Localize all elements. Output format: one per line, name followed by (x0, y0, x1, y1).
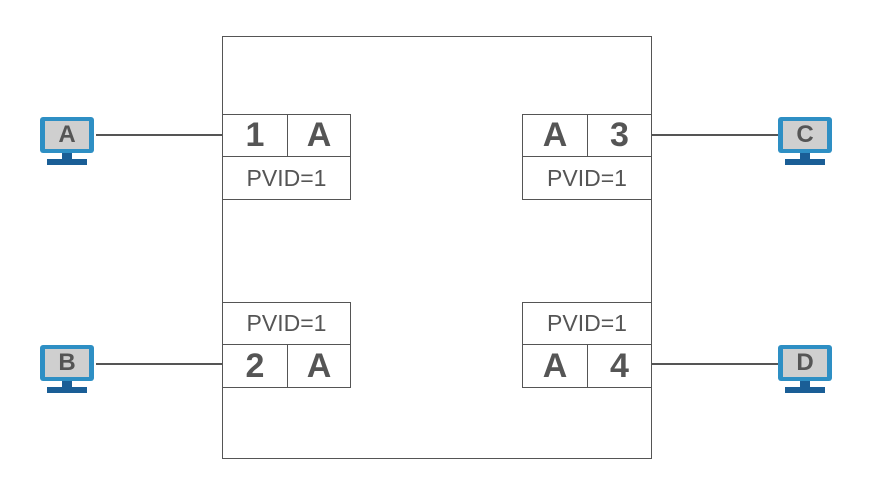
port-4-mode: A (522, 344, 588, 388)
port-4-number: 4 (587, 344, 652, 388)
port-3-pvid: PVID=1 (522, 156, 652, 200)
switch-box (222, 36, 652, 459)
host-d-computer-icon: D (778, 345, 834, 401)
host-d-label: D (783, 349, 827, 377)
host-a-label: A (45, 121, 89, 149)
port-2-number: 2 (222, 344, 288, 388)
host-b-computer-icon: B (40, 345, 96, 401)
port-3-number: 3 (587, 114, 652, 157)
port-1-pvid: PVID=1 (222, 156, 351, 200)
port-1-mode: A (287, 114, 351, 157)
link-a-port-1 (96, 134, 222, 136)
port-3-mode: A (522, 114, 588, 157)
host-a-computer-icon: A (40, 117, 96, 173)
link-c-port-3 (652, 134, 778, 136)
host-c-label: C (783, 121, 827, 149)
host-c-computer-icon: C (778, 117, 834, 173)
link-b-port-2 (96, 363, 222, 365)
port-4-pvid: PVID=1 (522, 302, 652, 345)
host-b-label: B (45, 349, 89, 377)
link-d-port-4 (652, 363, 778, 365)
port-1-number: 1 (222, 114, 288, 157)
port-2-pvid: PVID=1 (222, 302, 351, 345)
port-2-mode: A (287, 344, 351, 388)
